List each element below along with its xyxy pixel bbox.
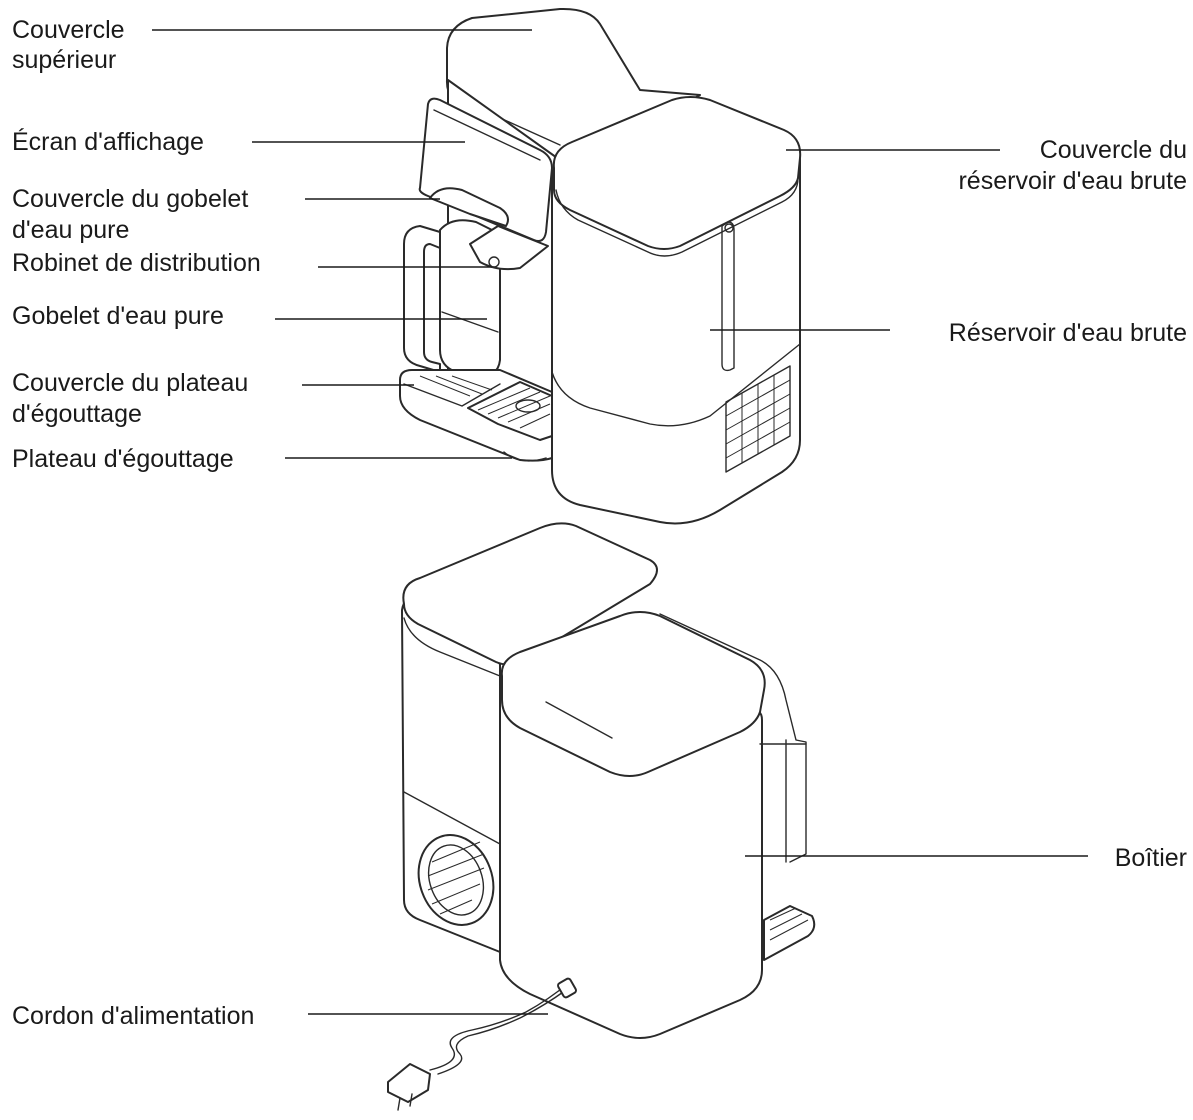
label-top-cover-line2: supérieur: [12, 46, 116, 74]
power-cord-drawing: [387, 977, 577, 1111]
housing-drawing: [499, 611, 816, 1039]
raw-water-tank-drawing: [551, 96, 802, 525]
label-drip-tray-cover-line2: d'égouttage: [12, 400, 142, 428]
label-dispensing-tap: Robinet de distribution: [12, 249, 261, 277]
label-drip-tray-cover-line1: Couvercle du plateau: [12, 369, 248, 397]
rear-left-body-drawing: [401, 522, 658, 953]
label-display-screen: Écran d'affichage: [12, 127, 204, 156]
drip-tray-drawing: [399, 369, 553, 462]
labels: Couvercle supérieur Écran d'affichage Co…: [12, 16, 1187, 1030]
label-drip-tray: Plateau d'égouttage: [12, 445, 234, 473]
label-housing: Boîtier: [1115, 844, 1187, 872]
label-raw-tank-lid-line2: réservoir d'eau brute: [958, 167, 1187, 195]
rear-view-illustration: [387, 522, 816, 1111]
leader-lines: [152, 29, 1088, 1015]
front-view-illustration: [399, 7, 802, 525]
label-pure-water-cup: Gobelet d'eau pure: [12, 302, 224, 330]
label-raw-tank-lid-line1: Couvercle du: [1040, 136, 1187, 164]
label-power-cord: Cordon d'alimentation: [12, 1002, 254, 1030]
label-raw-water-tank: Réservoir d'eau brute: [949, 319, 1187, 347]
label-top-cover-line1: Couvercle: [12, 16, 125, 44]
dispensing-tap-drawing: [469, 225, 549, 271]
label-pure-cup-lid-line1: Couvercle du gobelet: [12, 185, 248, 213]
label-pure-cup-lid-line2: d'eau pure: [12, 216, 129, 244]
